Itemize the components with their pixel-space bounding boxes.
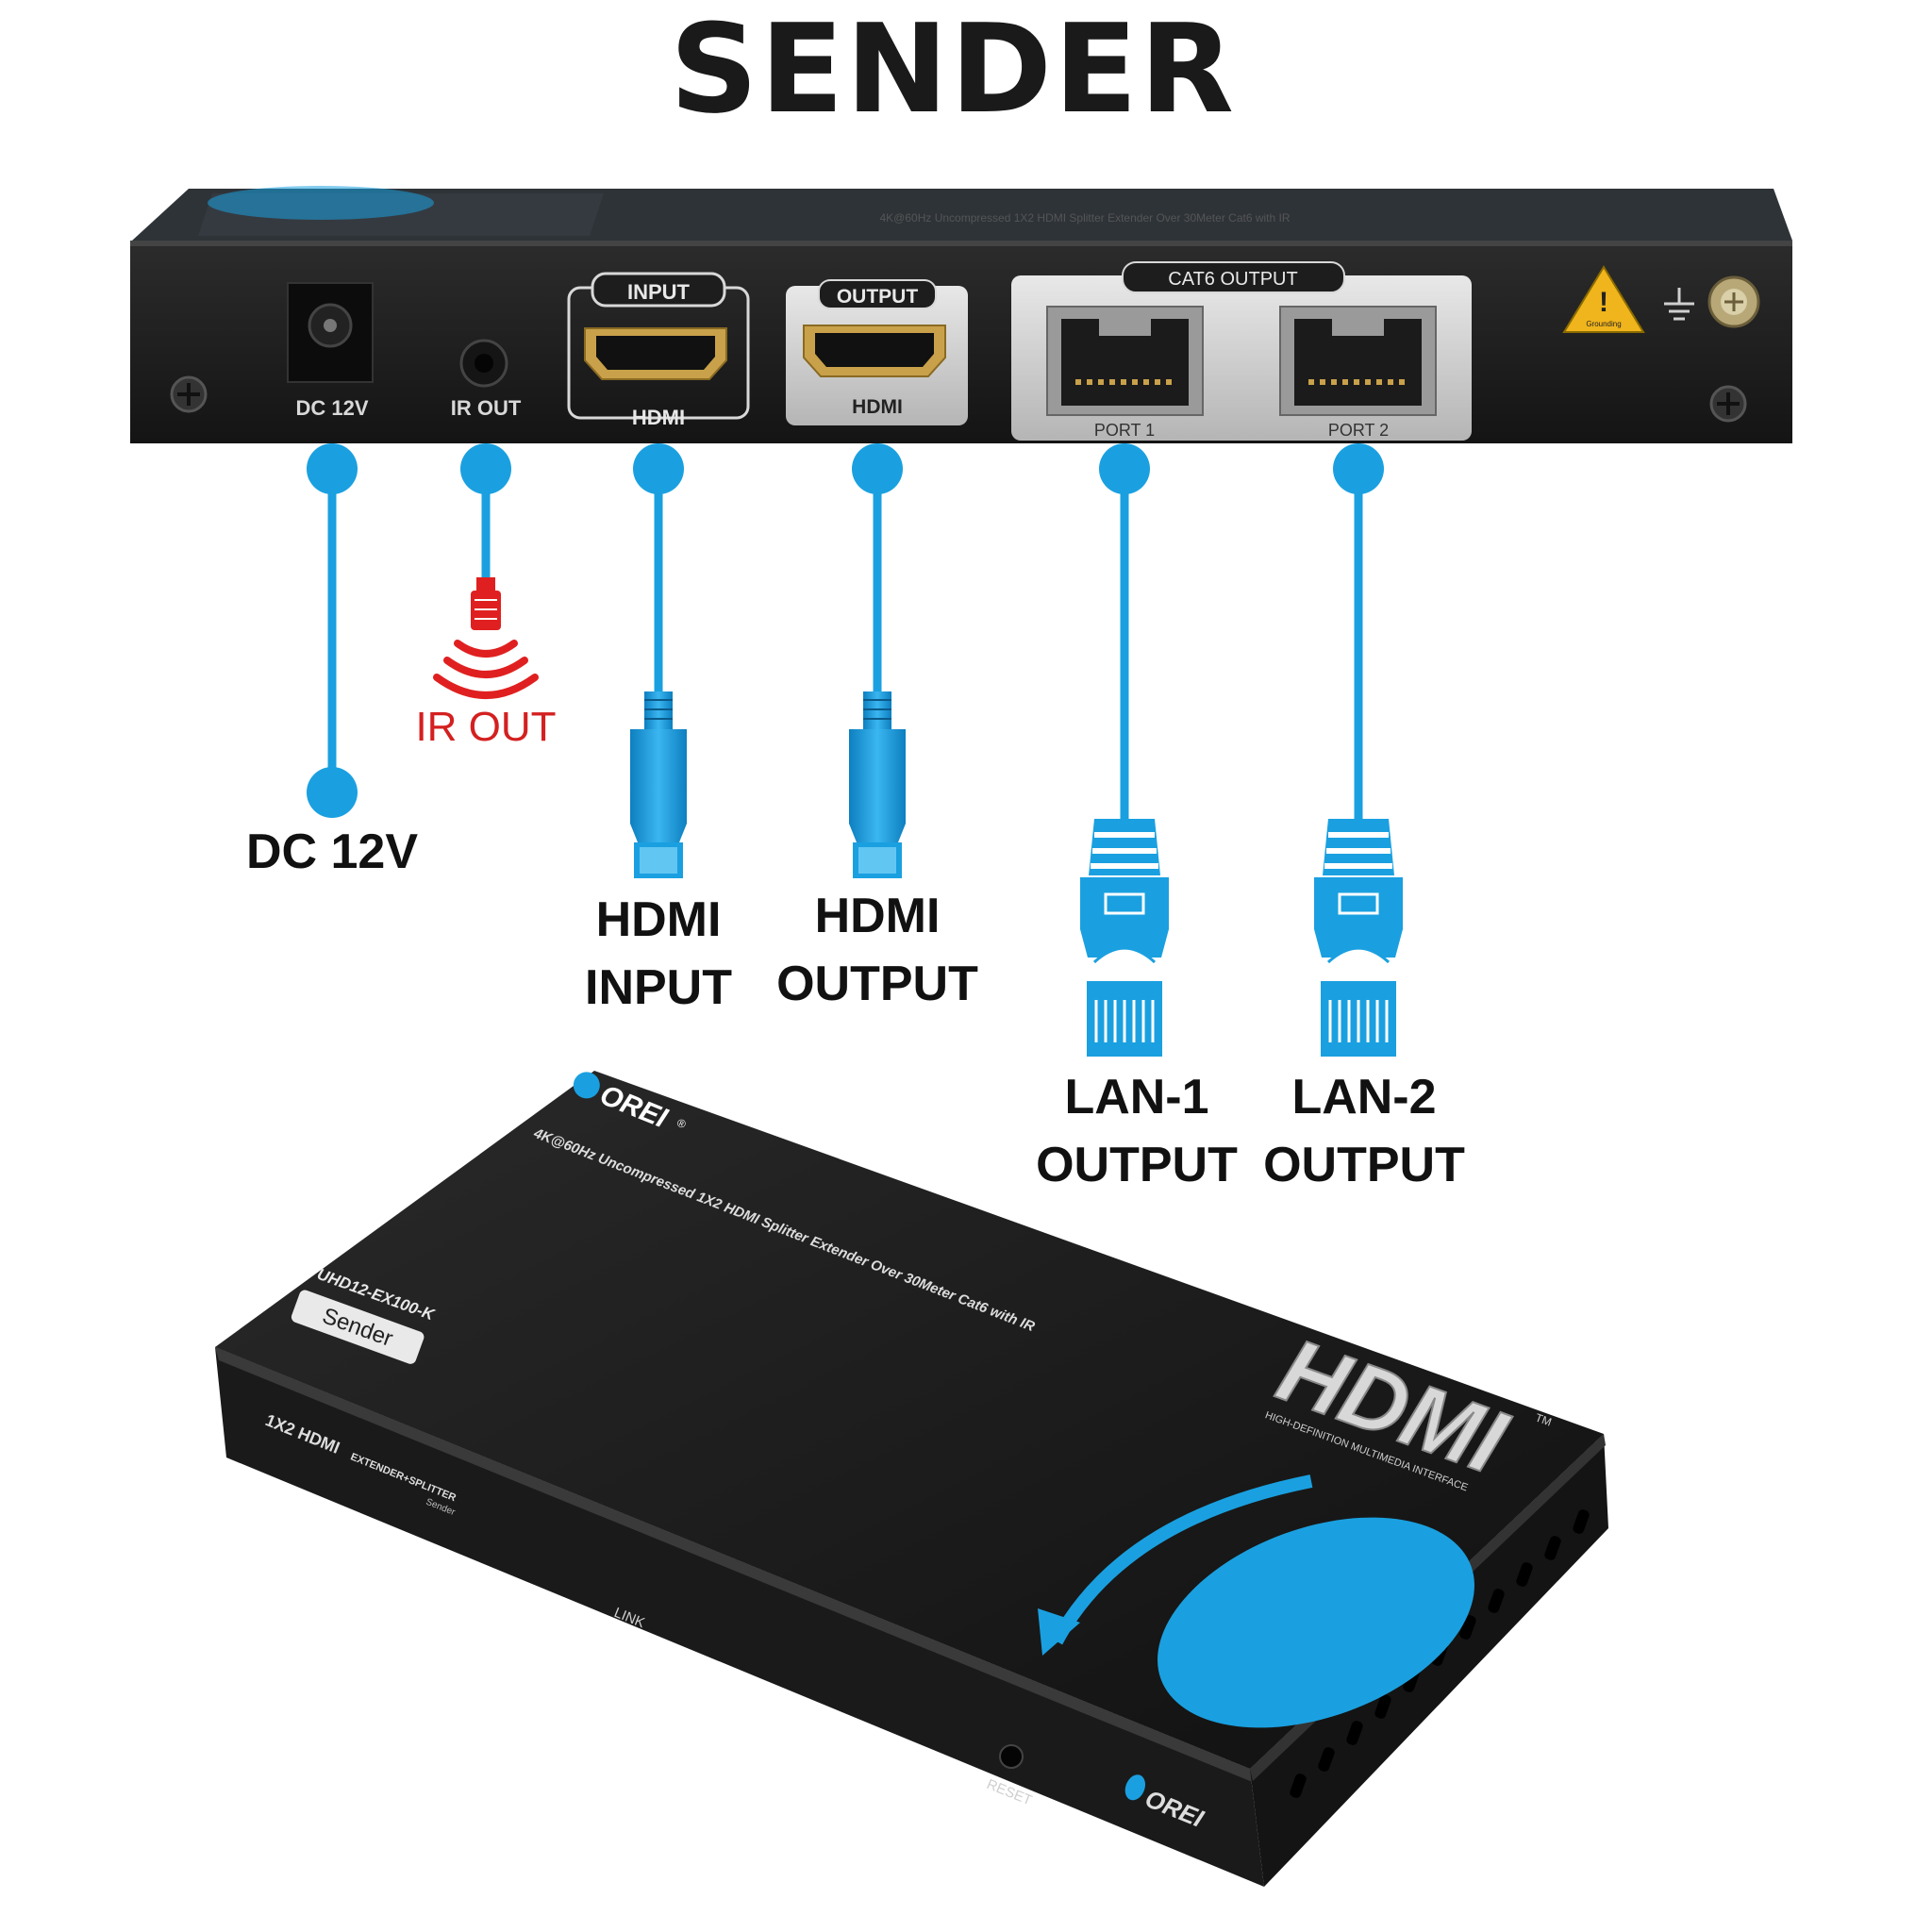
back-panel: 4K@60Hz Uncompressed 1X2 HDMI Splitter E… [130,186,1792,443]
lan2-connector [1333,443,1384,821]
screw-icon [170,375,208,413]
dc-jack-icon [287,282,374,383]
port2-label: PORT 2 [1328,421,1389,440]
callout-lan1-line1: LAN-1 [1064,1070,1208,1124]
port-label-hdmi-output-top: OUTPUT [837,286,919,308]
hdmi-output-port: OUTPUT HDMI [786,279,968,425]
rj45-plug-icon [1314,819,1403,1057]
screw-icon [1709,385,1747,423]
port-label-ir: IR OUT [451,396,522,420]
ground-symbol-icon [1664,288,1694,321]
page-title: SENDER [670,0,1236,141]
reset-button [999,1744,1024,1769]
hdmi-plug-icon [849,691,906,878]
callout-lan2-line2: OUTPUT [1263,1138,1465,1192]
callout-hdmi-input-line1: HDMI [596,892,722,947]
callout-hdmi-output-line2: OUTPUT [776,957,978,1011]
port-label-hdmi-input-bottom: HDMI [632,406,685,429]
hdmi-port-icon [803,325,946,377]
warning-icon: ! Grounding [1562,265,1645,333]
cat6-output-group: CAT6 OUTPUT PORT 1 PORT 2 [1011,261,1472,441]
rj45-port-icon [1279,306,1437,416]
svg-text:TM: TM [1534,1410,1554,1428]
device-perspective: OREI ® 4K@60Hz Uncompressed 1X2 HDMI Spl… [215,1071,1608,1887]
callout-hdmi-output-line1: HDMI [815,889,941,943]
hdmi-input-connector [633,443,684,698]
callout-labels: DC 12V IR OUT HDMI INPUT HDMI OUTPUT LAN… [246,704,1465,1192]
ir-connector [460,443,511,580]
callout-hdmi-input-line2: INPUT [585,960,732,1015]
callout-ir: IR OUT [415,704,556,750]
svg-text:!: ! [1599,287,1608,318]
port1-label: PORT 1 [1094,421,1155,440]
callout-dc: DC 12V [246,824,418,879]
svg-text:Grounding: Grounding [1586,320,1621,328]
connector-lines [307,443,1403,1057]
swoosh-logo-icon [1038,1474,1474,1728]
hdmi-output-connector [852,443,903,698]
callout-lan2-line1: LAN-2 [1291,1070,1436,1124]
hdmi-input-port: INPUT HDMI [567,272,750,429]
dc-connector [307,443,358,818]
svg-text:4K@60Hz Uncompressed 1X2 HDMI: 4K@60Hz Uncompressed 1X2 HDMI Splitter E… [879,211,1290,225]
screw-icon [1707,275,1760,328]
cat6-group-label: CAT6 OUTPUT [1168,269,1297,290]
ir-emitter-icon [433,577,539,699]
lan1-connector [1099,443,1150,821]
rj45-plug-icon [1080,819,1169,1057]
port-label-hdmi-input-top: INPUT [627,280,691,304]
hdmi-plug-icon [630,691,687,878]
hdmi-port-icon [584,327,727,380]
ir-jack-icon [459,339,508,388]
callout-lan1-line2: OUTPUT [1036,1138,1238,1192]
port-label-hdmi-output-bottom: HDMI [852,396,903,418]
rj45-port-icon [1046,306,1204,416]
port-label-dc: DC 12V [295,396,368,420]
